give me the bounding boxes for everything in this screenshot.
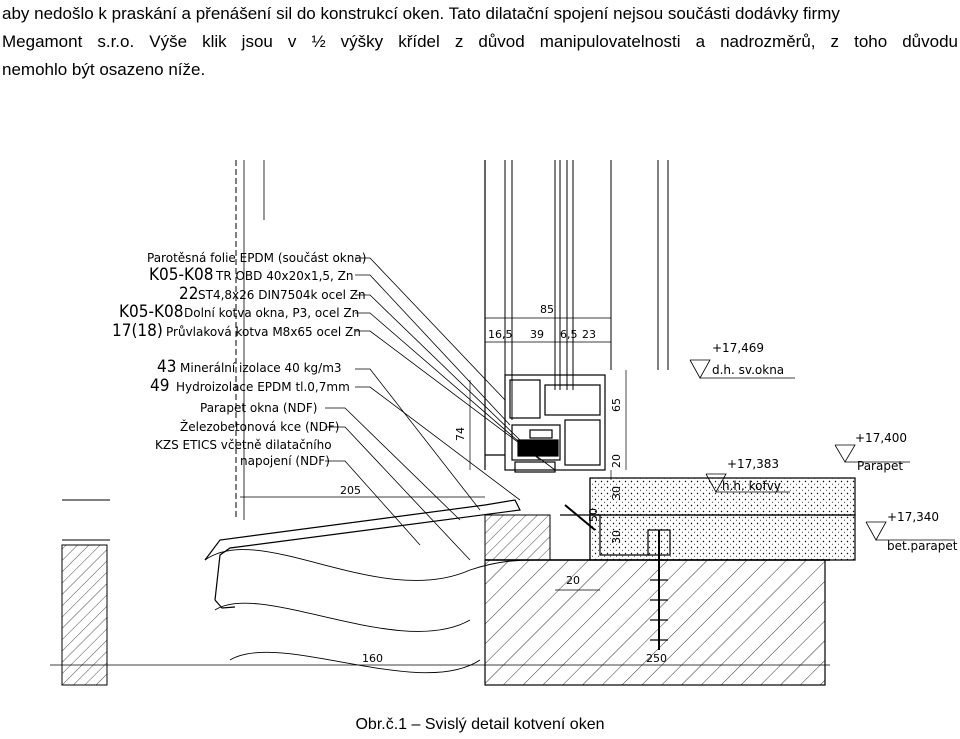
- dim-20-vertical: 20: [610, 454, 623, 468]
- callout-texts: Parotěsná folie EPDM (součást okna) K05-…: [112, 251, 366, 468]
- dim-30-b: 30: [610, 530, 623, 544]
- dim-30: 30: [610, 486, 623, 500]
- concrete-structure: [61, 499, 826, 686]
- intro-paragraph: aby nedošlo k praskání a přenášení sil d…: [2, 0, 958, 84]
- dim-160: 160: [362, 652, 383, 665]
- figure-caption: Obr.č.1 – Svislý detail kotvení oken: [355, 716, 605, 733]
- level-markers: [689, 359, 955, 541]
- callout-etics-connection: napojení (NDF): [240, 454, 330, 468]
- dim-85: 85: [540, 303, 554, 316]
- callout-code-43: 43: [157, 357, 176, 377]
- level-value-1: +17,469: [712, 341, 764, 355]
- dim-65: 65: [610, 398, 623, 412]
- level-label-1: d.h. sv.okna: [712, 363, 784, 377]
- dim-6-5: 6,5: [560, 328, 578, 341]
- dimension-texts: 85 16,5 39 6,5 23 65 74 20 30 30 205 20 …: [340, 303, 667, 665]
- callout-code-17-18: 17(18): [112, 321, 163, 341]
- paragraph-line-1: aby nedošlo k praskání a přenášení sil d…: [2, 4, 840, 23]
- dim-74: 74: [454, 427, 467, 441]
- sill-board: [589, 477, 856, 561]
- callout-through-anchor: Průvlaková kotva M8x65 ocel Zn: [166, 325, 361, 339]
- level-value-3: +17,383: [727, 457, 779, 471]
- level-value-2: +17,400: [855, 431, 907, 445]
- window-frame-profile: [485, 374, 606, 473]
- dim-39: 39: [530, 328, 544, 341]
- callout-window-sill: Parapet okna (NDF): [200, 401, 317, 415]
- paragraph-line-2: Megamont s.r.o. Výše klik jsou v ½ výšky…: [2, 32, 958, 51]
- callout-etics: KZS ETICS včetně dilatačního: [155, 438, 332, 452]
- callout-epdm: Hydroizolace EPDM tl.0,7mm: [176, 380, 350, 394]
- dim-50: 50: [587, 508, 600, 522]
- dim-250: 250: [646, 652, 667, 665]
- paragraph-line-3: nemohlo být osazeno níže.: [2, 60, 206, 79]
- glazing-frame-lines: [235, 160, 669, 520]
- callout-code-22: 22: [179, 284, 198, 304]
- anchor-bolt: [560, 504, 671, 650]
- callout-code-k05-k08-b: K05-K08: [119, 302, 184, 322]
- callout-code-49: 49: [150, 376, 169, 396]
- callout-leaders: [325, 257, 556, 561]
- level-label-3: h.h. kofvy: [722, 479, 781, 493]
- dimension-lines: [50, 317, 830, 666]
- callout-mineral-insulation: Minerální izolace 40 kg/m3: [180, 361, 342, 375]
- callout-tr-obd: TR OBD 40x20x1,5, Zn: [215, 269, 354, 283]
- dim-16-5: 16,5: [488, 328, 513, 341]
- callout-screw: ST4,8x26 DIN7504k ocel Zn: [198, 288, 366, 302]
- level-label-4: bet.parapet: [887, 539, 958, 553]
- level-texts: +17,469 d.h. sv.okna +17,400 Parapet +17…: [712, 341, 958, 553]
- dim-23: 23: [582, 328, 596, 341]
- callout-vapour-foil: Parotěsná folie EPDM (součást okna): [147, 251, 366, 265]
- callout-rc-structure: Železobetonová kce (NDF): [180, 419, 339, 434]
- dim-205: 205: [340, 484, 361, 497]
- dim-20-horizontal: 20: [566, 574, 580, 587]
- level-label-2: Parapet: [857, 459, 903, 473]
- callout-bottom-anchor: Dolní kotva okna, P3, ocel Zn: [184, 306, 359, 320]
- level-value-4: +17,340: [887, 510, 939, 524]
- callout-code-k05-k08-a: K05-K08: [149, 265, 214, 285]
